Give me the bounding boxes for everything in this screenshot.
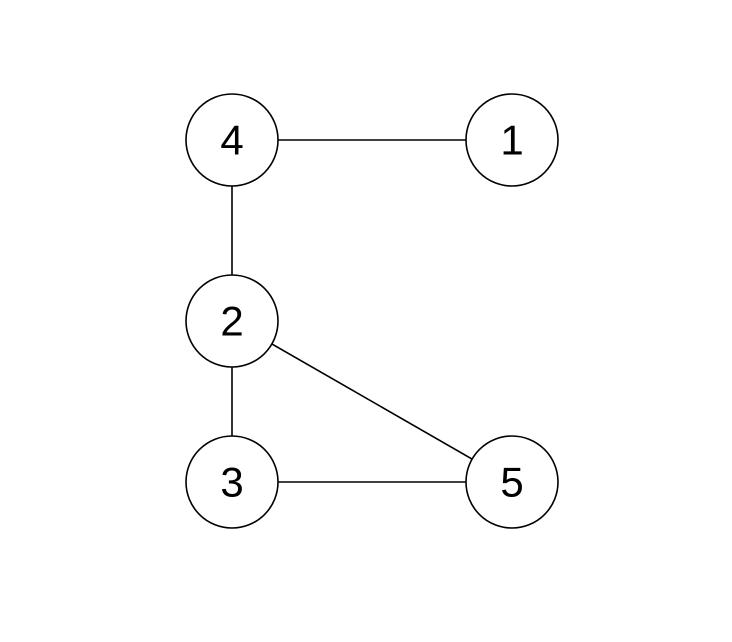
graph-node-5: 5 bbox=[465, 435, 559, 529]
graph-node-4: 4 bbox=[185, 93, 279, 187]
node-circle-5 bbox=[465, 435, 559, 529]
node-circle-1 bbox=[465, 93, 559, 187]
graph-node-2: 2 bbox=[185, 274, 279, 368]
node-label-5: 5 bbox=[500, 459, 523, 506]
graph-node-3: 3 bbox=[185, 435, 279, 529]
node-circle-3 bbox=[185, 435, 279, 529]
node-circle-4 bbox=[185, 93, 279, 187]
node-label-1: 1 bbox=[500, 117, 523, 164]
node-label-4: 4 bbox=[220, 117, 243, 164]
node-label-2: 2 bbox=[220, 298, 243, 345]
graph-node-1: 1 bbox=[465, 93, 559, 187]
node-circle-2 bbox=[185, 274, 279, 368]
node-label-3: 3 bbox=[220, 459, 243, 506]
graph-edge-2-5 bbox=[231, 320, 513, 483]
